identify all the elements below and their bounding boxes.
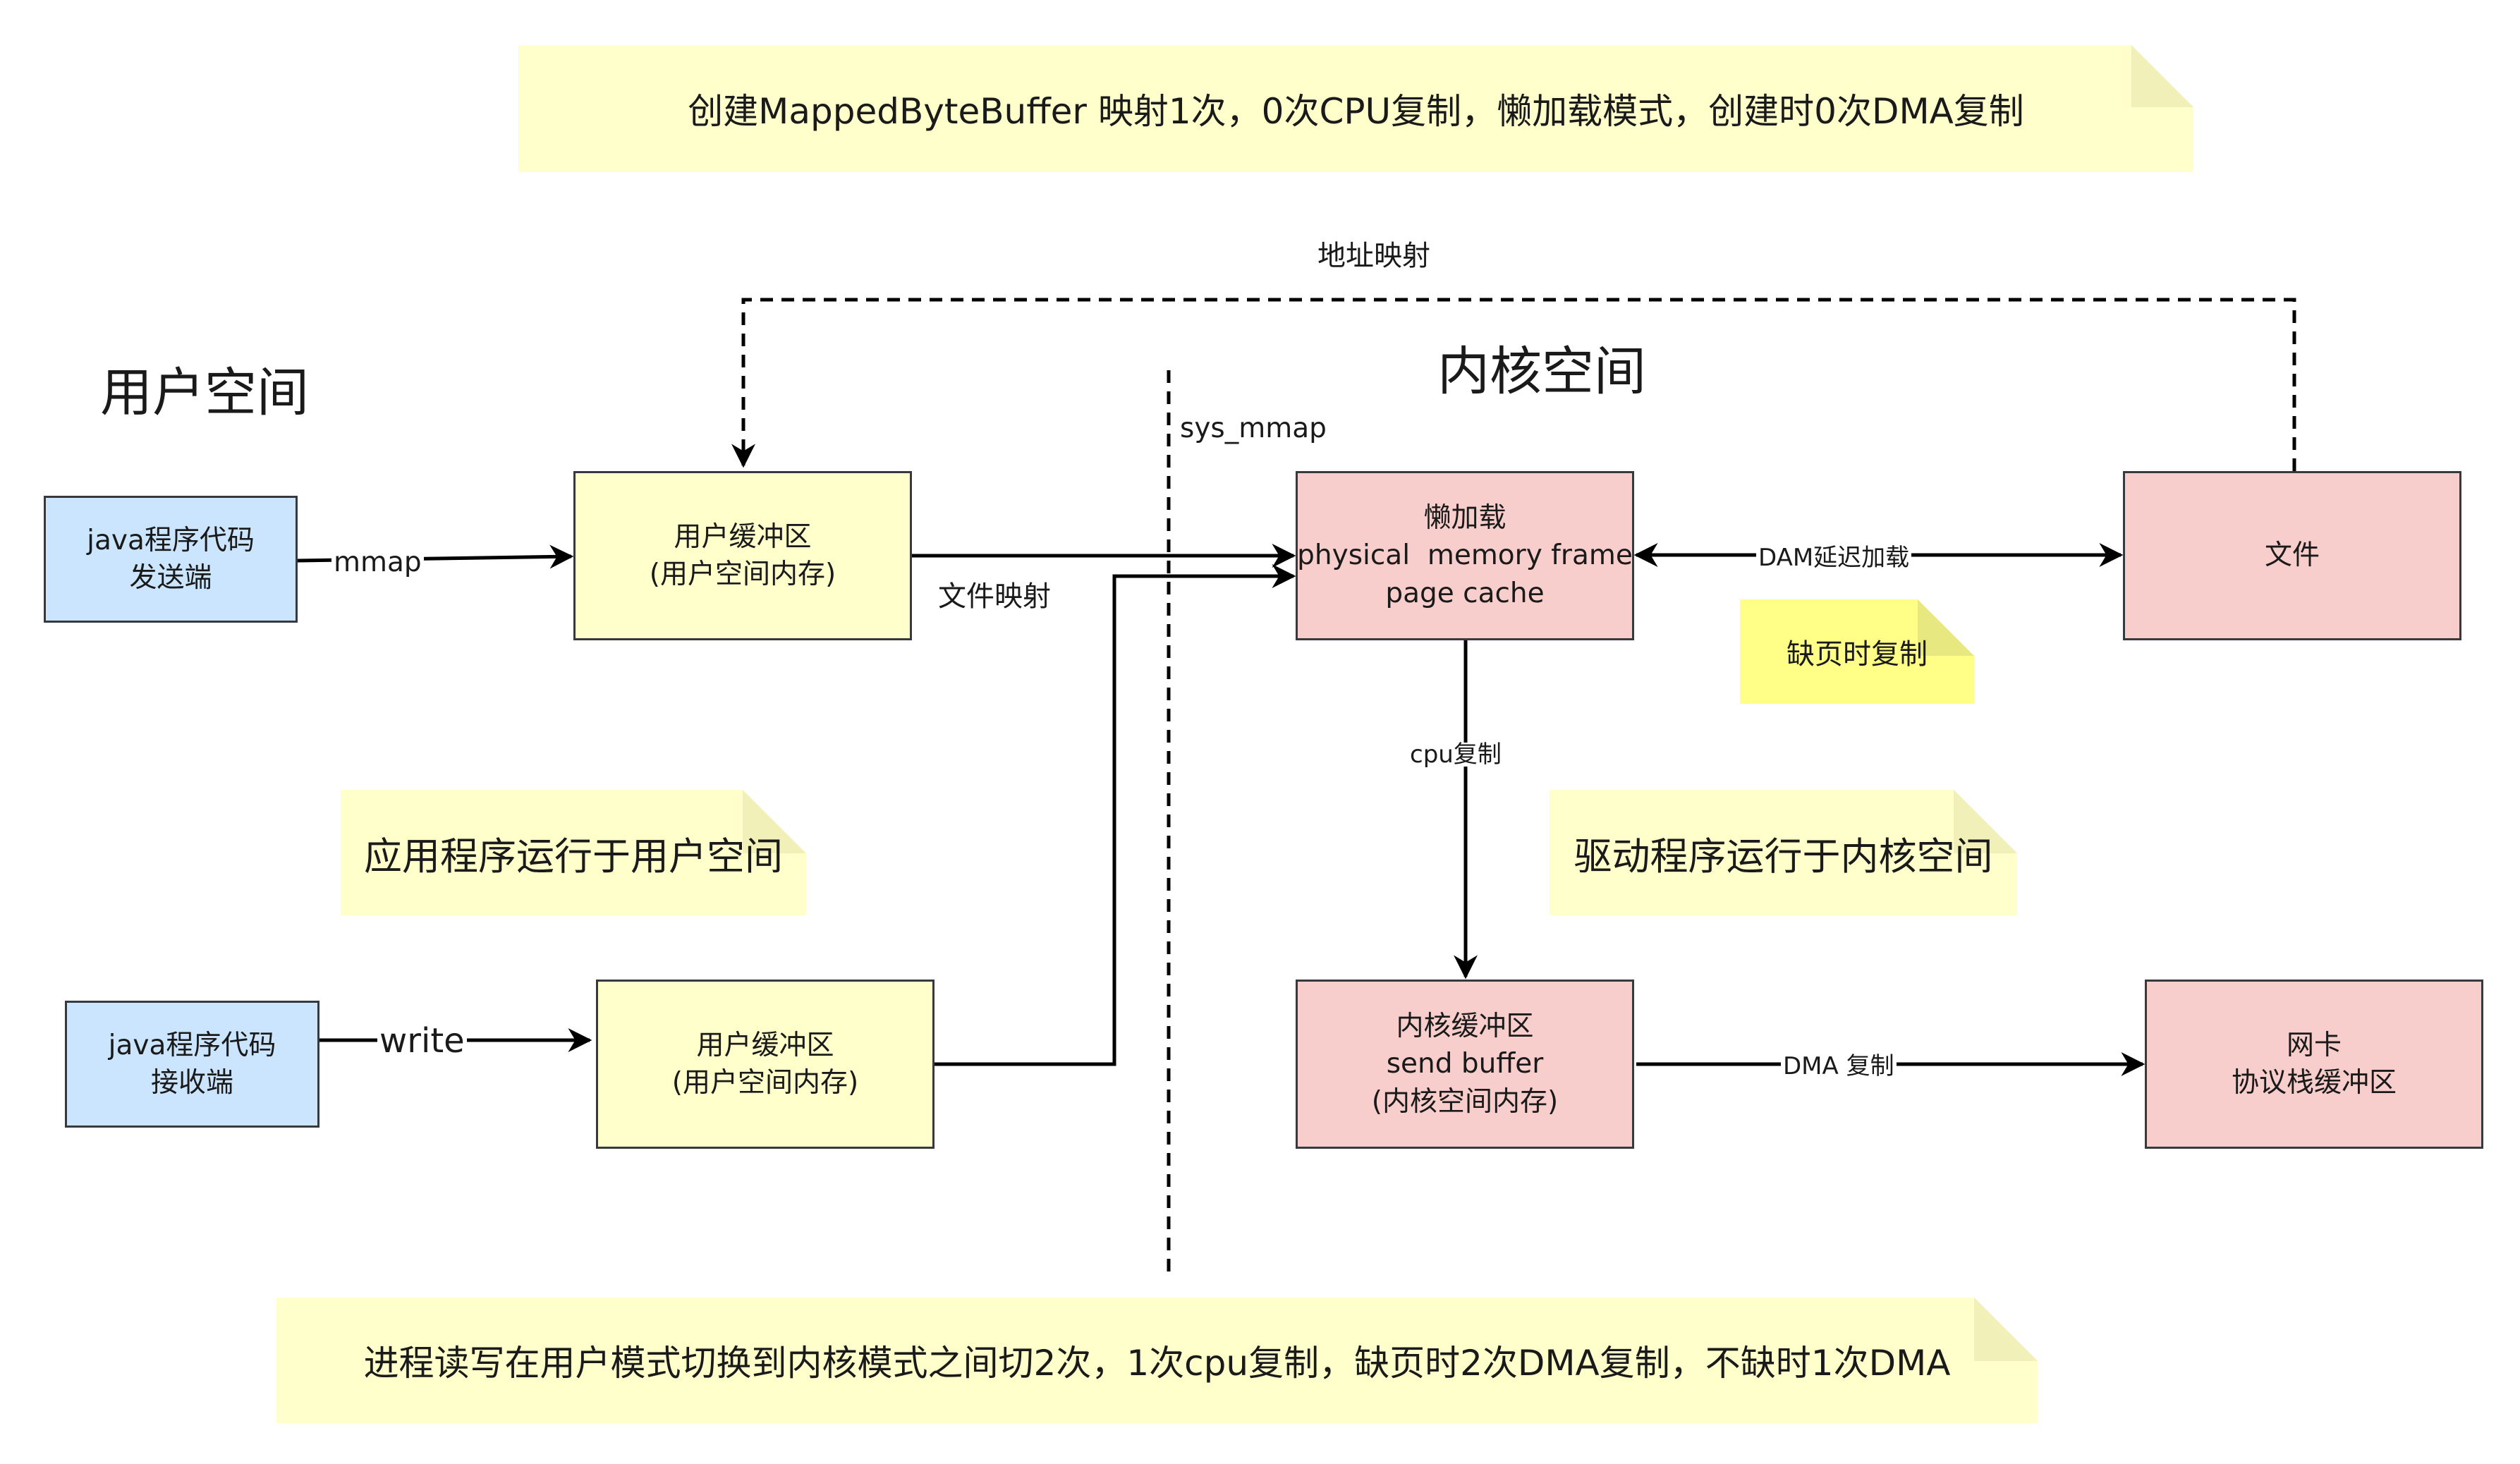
label-file-mapping: 文件映射 bbox=[938, 580, 1051, 613]
node-user-buffer-2: 用户缓冲区 (用户空间内存) bbox=[596, 980, 935, 1149]
node-page-cache: 懒加载 physical memory frame page cache bbox=[1296, 471, 1634, 640]
note-top-text: 创建MappedByteBuffer 映射1次，0次CPU复制，懒加载模式，创建… bbox=[688, 91, 2024, 132]
note-page-fault-copy: 缺页时复制 bbox=[1740, 599, 1974, 704]
label-dam-lazy-load: DAM延迟加载 bbox=[1756, 546, 1912, 570]
note-top-shape bbox=[518, 45, 2193, 172]
node-java-sender-line-1: java程序代码 bbox=[87, 524, 255, 556]
node-nic-line-2: 协议栈缓冲区 bbox=[2231, 1067, 2397, 1099]
label-sys-mmap: sys_mmap bbox=[1180, 413, 1327, 444]
node-java-receiver-line-2: 接收端 bbox=[150, 1067, 233, 1099]
node-java-receiver: java程序代码 接收端 bbox=[65, 1001, 319, 1128]
node-user-buffer-1: 用户缓冲区 (用户空间内存) bbox=[573, 471, 912, 640]
node-user-buffer-2-line-2: (用户空间内存) bbox=[671, 1067, 859, 1099]
node-user-buffer-2-line-1: 用户缓冲区 bbox=[696, 1029, 834, 1061]
node-page-cache-line-1: 懒加载 bbox=[1423, 502, 1506, 535]
node-page-cache-line-2: physical memory frame bbox=[1297, 539, 1633, 572]
note-app-in-user-shape bbox=[341, 790, 806, 915]
note-driver-in-kernel-text: 驱动程序运行于内核空间 bbox=[1574, 834, 1993, 879]
user-space-title: 用户空间 bbox=[100, 362, 309, 423]
label-cpu-copy: cpu复制 bbox=[1408, 743, 1504, 767]
node-kernel-buffer: 内核缓冲区 send buffer (内核空间内存) bbox=[1296, 980, 1634, 1149]
label-write: write bbox=[377, 1024, 467, 1058]
note-bottom-text: 进程读写在用户模式切换到内核模式之间切2次，1次cpu复制，缺页时2次DMA复制… bbox=[363, 1343, 1951, 1384]
note-driver-in-kernel: 驱动程序运行于内核空间 bbox=[1550, 790, 2017, 915]
node-nic: 网卡 协议栈缓冲区 bbox=[2145, 980, 2483, 1149]
note-app-in-user: 应用程序运行于用户空间 bbox=[341, 790, 806, 915]
note-page-fault-copy-shape bbox=[1740, 599, 1974, 704]
label-address-mapping: 地址映射 bbox=[1317, 240, 1430, 272]
note-app-in-user-text: 应用程序运行于用户空间 bbox=[364, 834, 783, 879]
note-bottom: 进程读写在用户模式切换到内核模式之间切2次，1次cpu复制，缺页时2次DMA复制… bbox=[276, 1298, 2038, 1423]
node-file-line-1: 文件 bbox=[2264, 539, 2320, 572]
node-nic-line-1: 网卡 bbox=[2286, 1029, 2342, 1061]
node-java-sender-line-2: 发送端 bbox=[129, 562, 212, 594]
node-kernel-buffer-line-1: 内核缓冲区 bbox=[1396, 1011, 1534, 1043]
node-kernel-buffer-line-2: send buffer bbox=[1386, 1048, 1544, 1080]
edge-address-mapping bbox=[731, 298, 2296, 471]
edge-user-buffer-2-to-page-cache bbox=[935, 564, 1296, 1066]
node-file: 文件 bbox=[2123, 471, 2461, 640]
node-java-receiver-line-1: java程序代码 bbox=[108, 1029, 276, 1061]
note-driver-in-kernel-shape bbox=[1550, 790, 2017, 915]
note-page-fault-copy-text: 缺页时复制 bbox=[1786, 638, 1928, 671]
node-java-sender: java程序代码 发送端 bbox=[44, 496, 298, 623]
node-user-buffer-1-line-1: 用户缓冲区 bbox=[674, 520, 812, 553]
kernel-space-title: 内核空间 bbox=[1437, 341, 1646, 402]
node-kernel-buffer-line-3: (内核空间内存) bbox=[1371, 1085, 1559, 1118]
node-user-buffer-1-line-2: (用户空间内存) bbox=[649, 559, 836, 590]
note-top: 创建MappedByteBuffer 映射1次，0次CPU复制，懒加载模式，创建… bbox=[518, 45, 2193, 172]
label-mmap: mmap bbox=[331, 549, 424, 576]
node-page-cache-line-3: page cache bbox=[1385, 577, 1545, 609]
label-dma-copy: DMA 复制 bbox=[1781, 1054, 1897, 1078]
note-bottom-shape bbox=[276, 1298, 2038, 1423]
